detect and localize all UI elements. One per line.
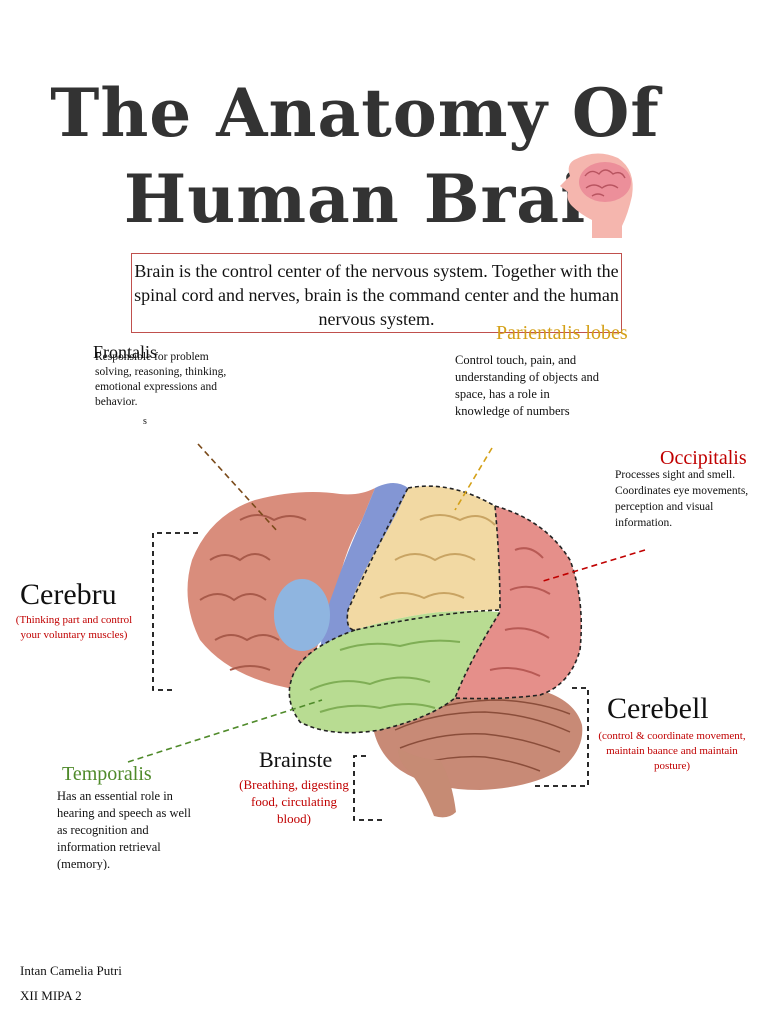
occipital-region bbox=[455, 506, 582, 699]
motor-strip-region bbox=[320, 483, 409, 660]
title-line-1: The Anatomy Of bbox=[50, 74, 660, 152]
brainstem-description: (Breathing, digesting food, circulating … bbox=[239, 777, 349, 826]
frontalis-stray-text: s bbox=[143, 416, 147, 427]
brainstem-bracket bbox=[353, 755, 385, 821]
parietalis-leader bbox=[454, 447, 493, 511]
cerebrum-label: Cerebru bbox=[20, 578, 117, 611]
cerebellum-bracket bbox=[535, 687, 589, 787]
temporalis-description: Has an essential role in hearing and spe… bbox=[57, 789, 191, 870]
occipitalis-label: Occipitalis bbox=[660, 447, 747, 469]
cerebrum-description: (Thinking part and control your voluntar… bbox=[15, 614, 133, 641]
occipitalis-leader bbox=[539, 549, 646, 583]
temporalis-label: Temporalis bbox=[62, 763, 152, 785]
brainstem-label: Brainste bbox=[259, 747, 333, 772]
cerebrum-bracket bbox=[152, 532, 198, 691]
frontalis-description: Responsible for problem solving, reasoni… bbox=[95, 351, 227, 408]
parietal-region bbox=[347, 486, 500, 630]
cerebellum-label: Cerebell bbox=[607, 692, 709, 725]
author-name: Intan Camelia Putri bbox=[20, 963, 122, 978]
parietalis-description: Control touch, pain, and understanding o… bbox=[455, 353, 600, 418]
temporalis-leader bbox=[127, 699, 323, 763]
frontalis-label: Frontalis bbox=[93, 342, 158, 362]
frontal-region bbox=[187, 488, 375, 690]
author-class: XII MIPA 2 bbox=[20, 988, 82, 1003]
occipitalis-description: Processes sight and smell. Coordinates e… bbox=[615, 469, 749, 529]
cerebellum-description: (control & coordinate movement, maintain… bbox=[598, 730, 746, 772]
intro-box: Brain is the control center of the nervo… bbox=[131, 253, 622, 333]
parietalis-label: Parientalis lobes bbox=[496, 322, 628, 344]
title-line-2: Human Brai bbox=[123, 160, 587, 238]
brainstem-region bbox=[398, 748, 456, 818]
